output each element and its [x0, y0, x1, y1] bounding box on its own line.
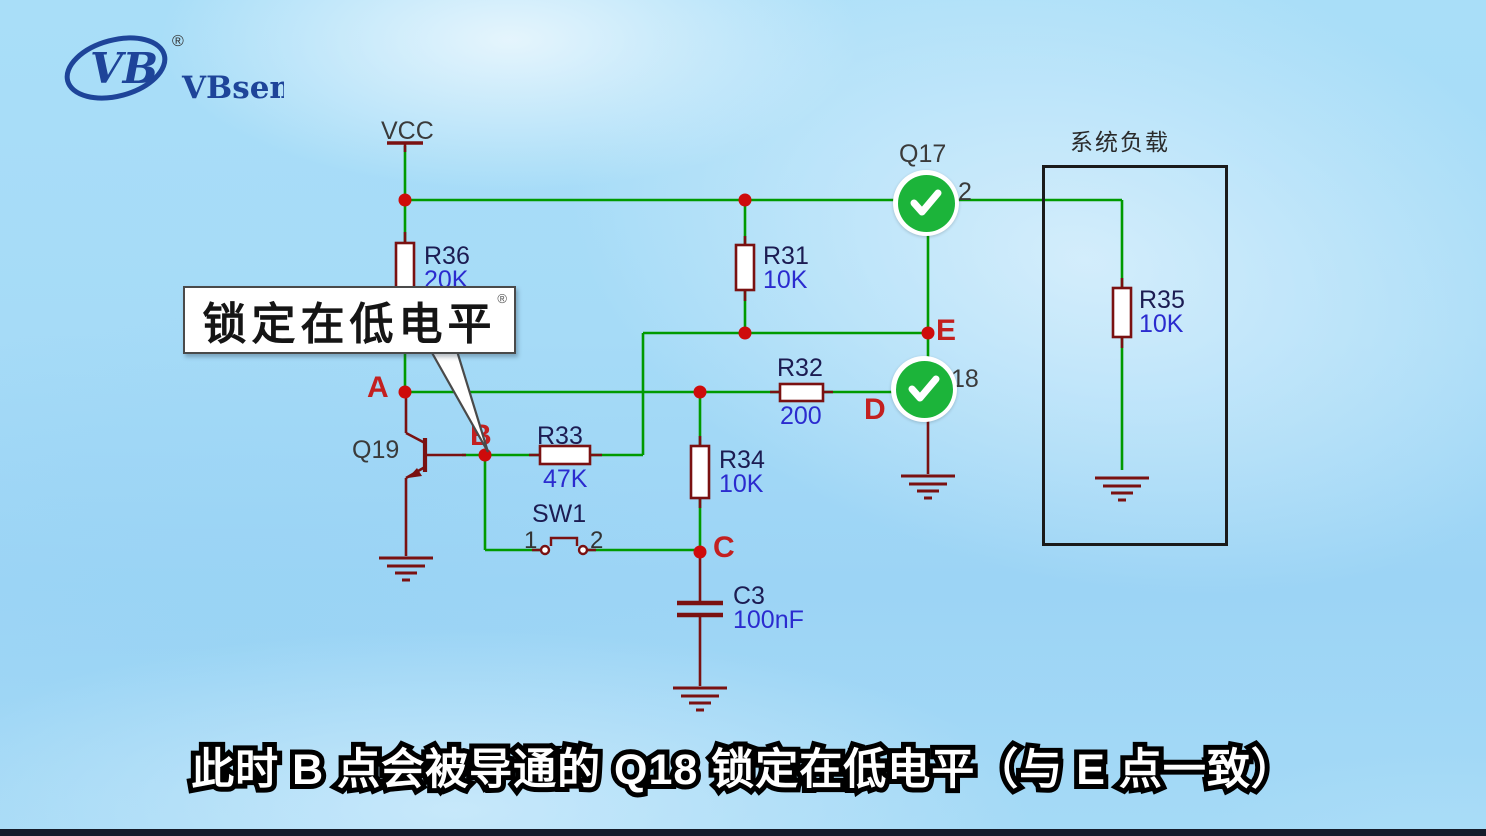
node-b-label: B: [470, 419, 492, 452]
r32-value: 200: [780, 402, 822, 430]
logo-brand-text: VBsemi: [181, 70, 284, 106]
emitter-arrow-icon: [408, 468, 422, 478]
r33-value: 47K: [543, 465, 588, 493]
r35-value: 10K: [1139, 310, 1184, 338]
vcc-label: VCC: [381, 117, 434, 145]
resistor-r34: [689, 444, 711, 500]
ground-c3: [673, 686, 727, 712]
sw1-pin1-label: 1: [524, 527, 538, 554]
q18-check-badge: [891, 356, 957, 422]
resistor-r32: [778, 382, 825, 403]
node-c-label: C: [713, 531, 735, 564]
node-d-label: D: [864, 393, 886, 426]
node-e-label: E: [936, 314, 957, 347]
switch-sw1: [539, 536, 589, 556]
subtitle-text: 此时 B 点会被导通的 Q18 锁定在低电平（与 E 点一致）: [191, 746, 1295, 794]
check-icon: [895, 360, 953, 418]
callout-text: 锁定在低电平: [202, 300, 497, 349]
subtitle: 此时 B 点会被导通的 Q18 锁定在低电平（与 E 点一致） 此时 B 点会被…: [0, 735, 1486, 799]
sw1-pin2-label: 2: [590, 527, 604, 554]
c3-value: 100nF: [733, 606, 804, 634]
q17-label: Q17: [899, 140, 947, 168]
check-icon: [897, 174, 955, 232]
q17-partial-label: 2: [958, 178, 972, 206]
r33-designator: R33: [537, 422, 583, 450]
logo-registered-icon: ®: [172, 33, 184, 50]
r32-designator: R32: [777, 354, 823, 382]
r31-value: 10K: [763, 266, 808, 294]
background-wave-right: [498, 0, 1486, 698]
r34-value: 10K: [719, 470, 764, 498]
transistor-q19: [404, 392, 428, 556]
system-load-box: [1042, 165, 1228, 546]
background-wave-bottom: [0, 630, 1030, 836]
capacitor-c3: [677, 552, 723, 686]
q19-label: Q19: [352, 436, 400, 464]
vbsemi-logo: VB ® VBsemi: [64, 33, 284, 106]
registered-mark-icon: ®: [497, 291, 507, 306]
sw1-label: SW1: [532, 500, 587, 528]
system-load-title: 系统负载: [1070, 129, 1170, 155]
callout-box: 锁定在低电平 ®: [183, 286, 516, 354]
q17-check-badge: [893, 170, 959, 236]
node-a-label: A: [367, 371, 389, 404]
ground-q19: [379, 556, 433, 582]
ground-q18: [901, 474, 955, 500]
logo-monogram: VB: [90, 44, 158, 93]
resistor-r31: [734, 243, 756, 292]
bottom-bar: [0, 829, 1486, 836]
junction-dots: [398, 193, 935, 559]
